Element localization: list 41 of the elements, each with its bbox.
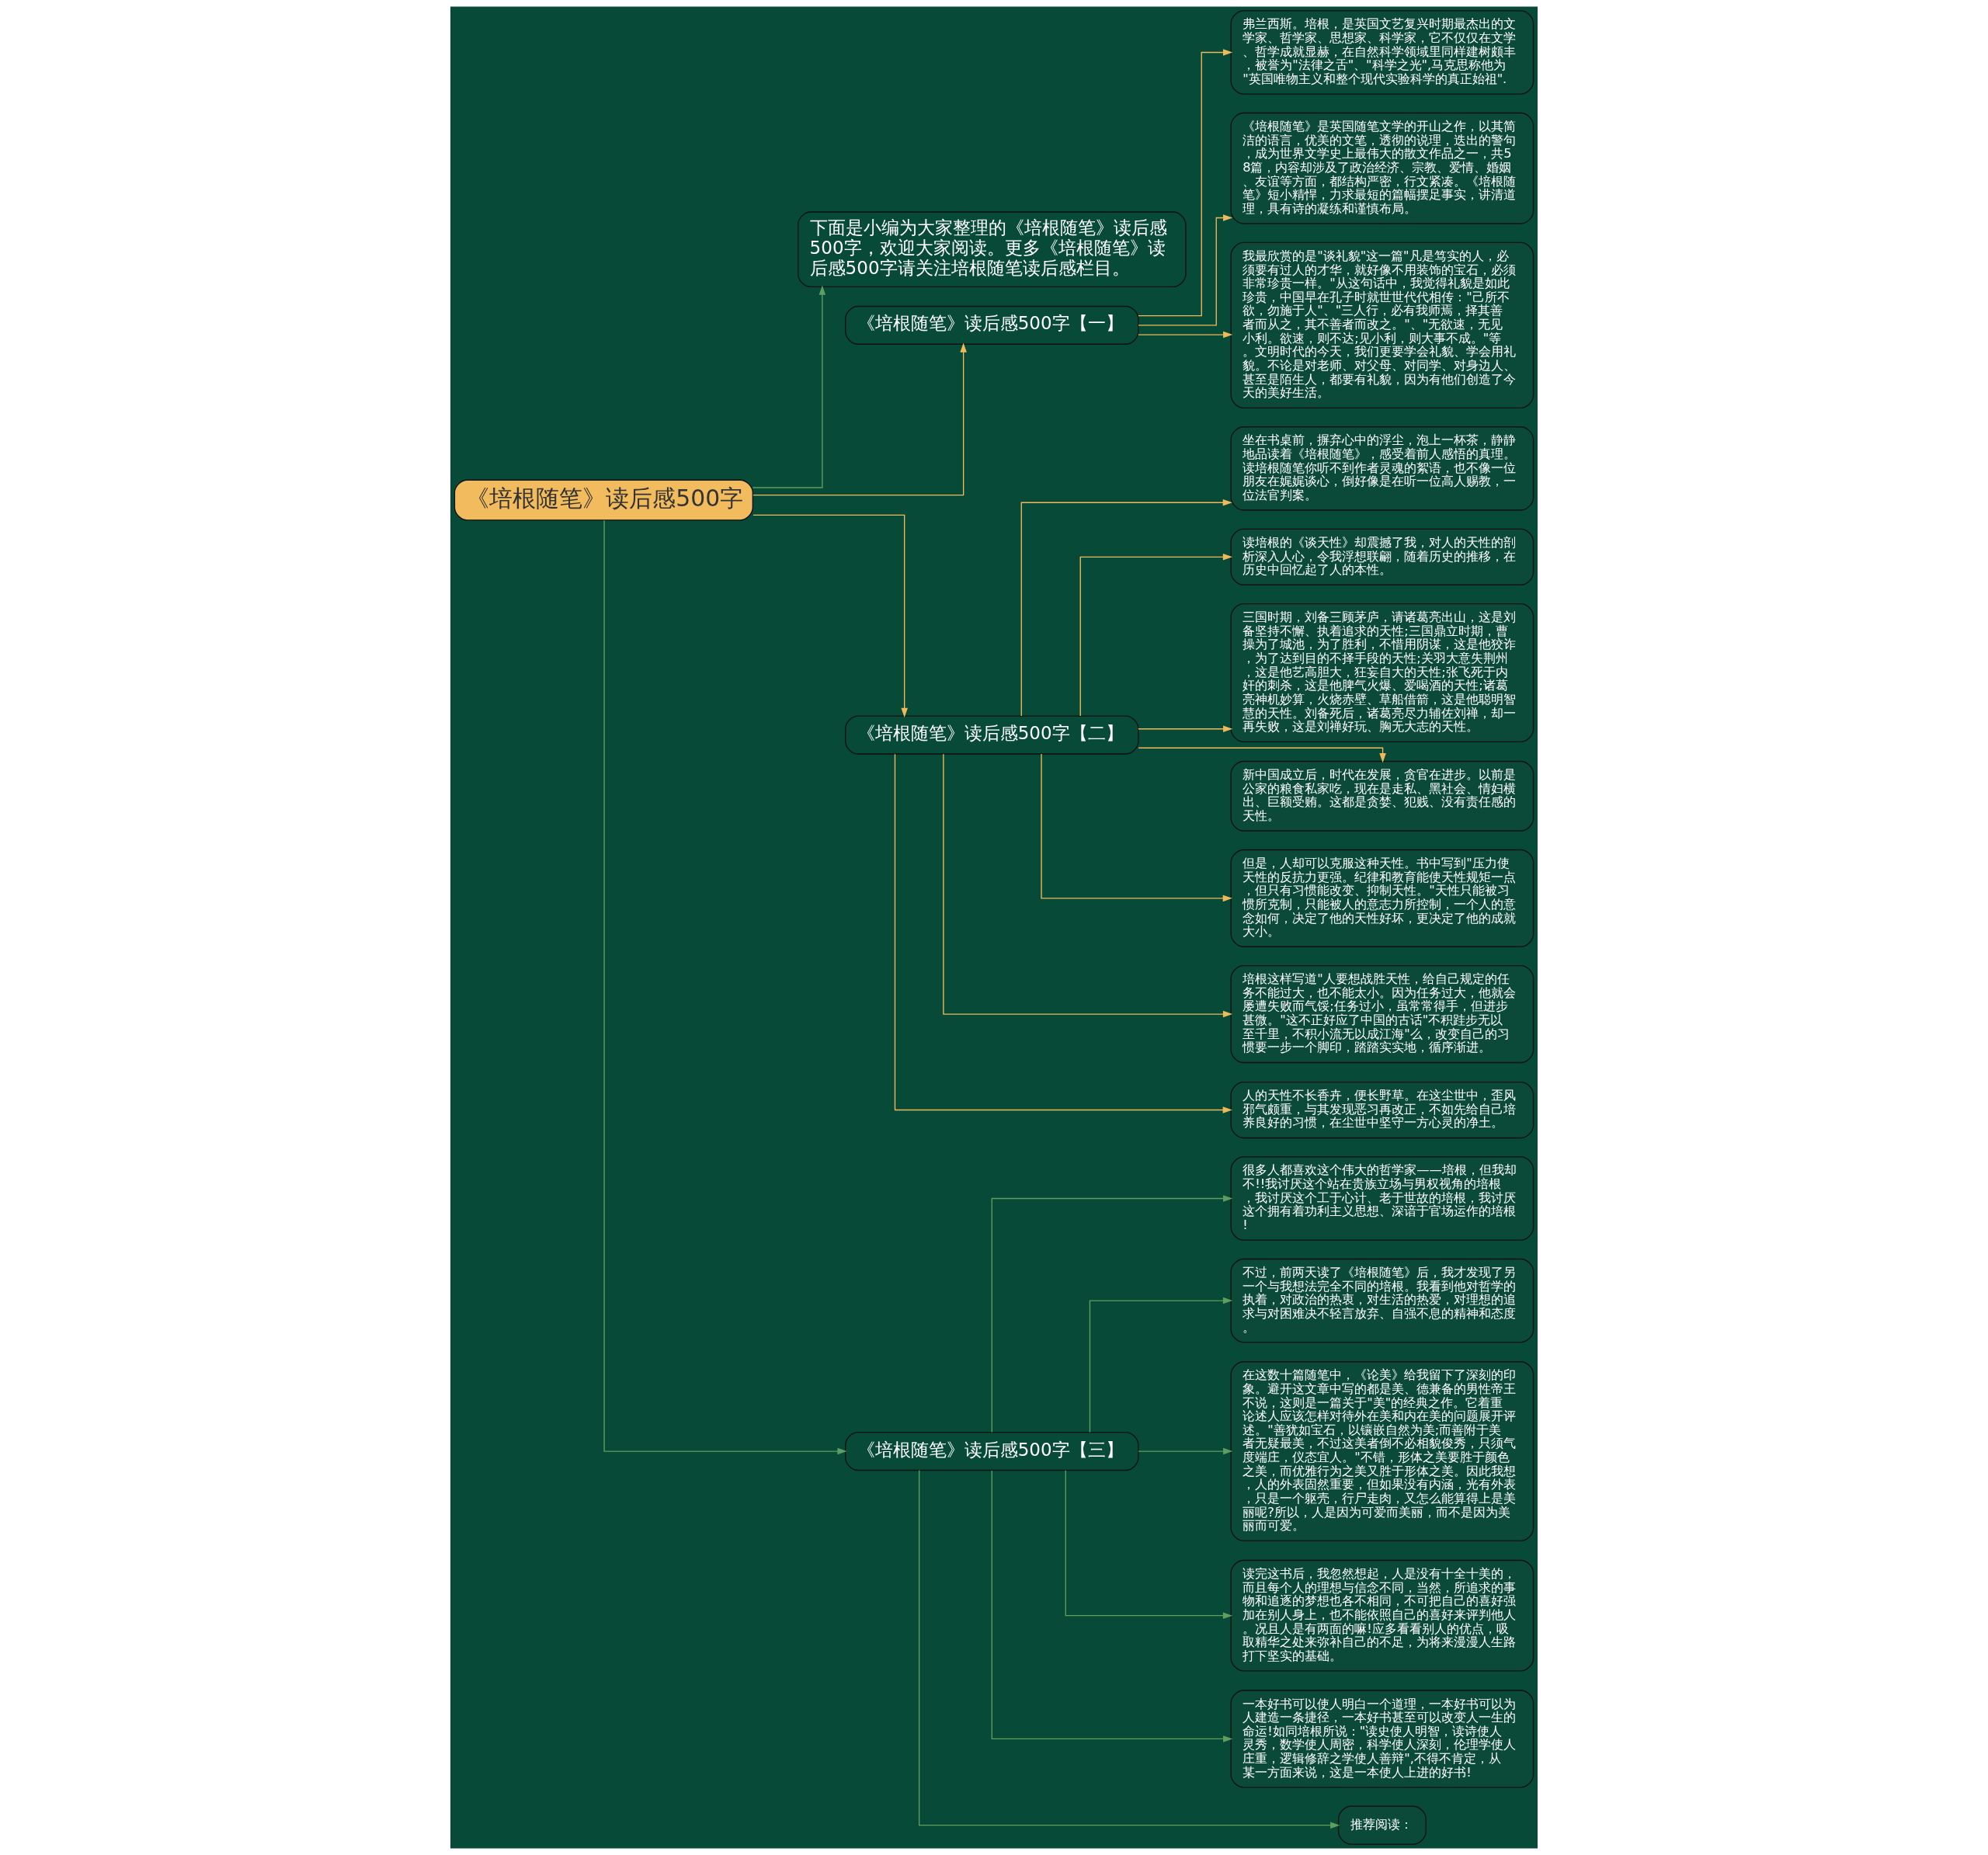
arrow <box>991 1470 1233 1742</box>
arrow <box>752 342 967 496</box>
arrow <box>1138 49 1233 317</box>
node-box: 弗兰西斯。培根，是英国文艺复兴时期最杰出的文学家、哲学家、思想家、科学家，它不仅仅在文学、哲学成就显赫，在自然科学领域里同样建树颇丰，被誉为"法律之舌"、"科学之光",马克思称他为"英国唯物主义和整个现代实验科学的真正始祖". <box>1230 10 1534 95</box>
node-box: 但是，人却可以克服这种天性。书中写到"压力使天性的反抗力更强。纪律和教育能使天性规矩一点，但只有习惯能改变、抑制天性。"天性只能被习惯所克制，只能被人的意志力所控制，一个人的意念如何，决定了他的天性好坏，更决定了他的成就大小。 <box>1230 849 1534 947</box>
node-box: 《培根随笔》读后感500字【一】 <box>845 305 1139 345</box>
node-box: 读培根的《谈天性》却震撼了我，对人的天性的剖析深入人心，令我浮想联翩，随着历史的推移，在历史中回忆起了人的本性。 <box>1230 528 1534 585</box>
node-box: 三国时期，刘备三顾茅庐，请诸葛亮出山，这是刘备坚持不懈、执着追求的天性;三国鼎立时期，曹操为了城池，为了胜利，不惜用阴谋，这是他狡诈，为了达到目的不择手段的天性;关羽大意失荆州，这是他艺高胆大，狂妄自大的天性;张飞死于内奸的刺杀，这是他脾气火爆、爱喝酒的天性;诸葛亮神机妙算，火烧赤壁、草船借箭，这是他聪明智慧的天性。刘备死后，诸葛亮尽力辅佐刘禅，却一再失败，这是刘禅好玩、胸无大志的天性。 <box>1230 603 1534 743</box>
node-box: 《培根随笔》读后感500字 <box>454 479 753 521</box>
node-box: 读完这书后，我忽然想起，人是没有十全十美的，而且每个人的理想与信念不同，当然，所追求的事物和追逐的梦想也各不相同，不可把自己的喜好强加在别人身上，也不能依照自己的喜好来评判他人。况且人是有两面的嘛!应多看看别人的优点，吸取精华之处来弥补自己的不足，为将来漫漫人生路打下坚实的基础。 <box>1230 1559 1534 1672</box>
arrow <box>894 753 1232 1113</box>
node-box: 《培根随笔》读后感500字【二】 <box>845 715 1139 755</box>
node-box: 我最欣赏的是"谈礼貌"这一篇"凡是笃实的人，必须要有过人的才华，就好像不用装饰的宝石，必须非常珍贵一样。"从这句话中，我觉得礼貌是如此珍贵，中国早在孔子时就世世代代相传："己所不欲，勿施于人"、"三人行，必有我师焉，择其善者而从之，其不善者而改之。"、"无欲速，无见小利。欲速，则不达;见小利，则大事不成。"等。文明时代的今天，我们更要学会礼貌、学会用礼貌。不论是对老师、对父母、对同学、对身边人、甚至是陌生人，都要有礼貌，因为有他们创造了今天的美好生活。 <box>1230 241 1534 409</box>
arrow <box>1138 747 1386 763</box>
node-box: 人的天性不长香卉，便长野草。在这尘世中，歪风邪气颇重，与其发现恶习再改正，不如先给自己培养良好的习惯，在尘世中坚守一方心灵的净土。 <box>1230 1081 1534 1139</box>
arrow <box>1020 499 1232 717</box>
node-box: 推荐阅读： <box>1337 1805 1427 1845</box>
arrow <box>1041 753 1232 902</box>
node-box: 下面是小编为大家整理的《培根随笔》读后感500字，欢迎大家阅读。更多《培根随笔》读后感500字请关注培根随笔读后感栏目。 <box>798 211 1187 288</box>
arrow <box>752 514 908 717</box>
arrow <box>603 519 847 1455</box>
node-box: 不过，前两天读了《培根随笔》后，我才发现了另一个与我想法完全不同的培根。我看到他对哲学的执着，对政治的热衷，对生活的热爱，对理想的追求与对困难决不轻言放弃、自强不息的精神和态度。 <box>1230 1258 1534 1343</box>
arrow <box>1138 214 1233 326</box>
node-box: 《培根随笔》是英国随笔文学的开山之作，以其简洁的语言，优美的文笔，透彻的说理，迭出的警句，成为世界文学史上最伟大的散文作品之一，共58篇，内容却涉及了政治经济、宗教、爱情、婚姻、友谊等方面，都结构严密，行文紧凑。《培根随笔》短小精悍，力求最短的篇幅摆足事实，讲清道理，具有诗的凝练和谨慎布局。 <box>1230 112 1534 224</box>
node-box: 一本好书可以使人明白一个道理，一本好书可以为人建造一条捷径，一本好书甚至可以改变人一生的命运!如同培根所说："读史使人明智，读诗使人灵秀，数学使人周密，科学使人深刻，伦理学使人庄重，逻辑修辞之学使人善辩",不得不肯定，从某一方面来说，这是一本使人上进的好书! <box>1230 1690 1534 1788</box>
node-box: 《培根随笔》读后感500字【三】 <box>845 1431 1139 1471</box>
arrow <box>1065 1470 1233 1619</box>
node-box: 坐在书桌前，摒弃心中的浮尘，泡上一杯茶，静静地品读着《培根随笔》，感受着前人感悟的真理。读培根随笔你听不到作者灵魂的絮语，也不像一位朋友在娓娓谈心，倒好像是在听一位高人赐教，一位法官判案。 <box>1230 426 1534 511</box>
node-box: 在这数十篇随笔中，《论美》给我留下了深刻的印象。避开这文章中写的都是美、德兼备的男性帝王不说，这则是一篇关于"美"的经典之作。它着重论述人应该怎样对待外在美和内在美的问题展开评述。"善犹如宝石，以镶嵌自然为美;而善附于美者无疑最美，不过这美者倒不必相貌俊秀，只须气度端庄，仪态宜人。"不错，形体之美要胜于颜色之美，而优雅行为之美又胜于形体之美。因此我想，人的外表固然重要，但如果没有内涵，光有外表，只是一个躯壳，行尸走肉，又怎么能算得上是美丽呢?所以，人是因为可爱而美丽，而不是因为美丽而可爱。 <box>1230 1361 1534 1542</box>
node-box: 很多人都喜欢这个伟大的哲学家——培根，但我却不!!我讨厌这个站在贵族立场与男权视角的培根，我讨厌这个工于心计、老于世故的培根，我讨厌这个拥有着功利主义思想、深谙于官场运作的培根! <box>1230 1156 1534 1241</box>
arrow <box>1079 554 1233 717</box>
arrow <box>919 1469 1340 1829</box>
arrow <box>991 1195 1233 1433</box>
node-box: 培根这样写道"人要想战胜天性，给自己规定的任务不能过大，也不能太小。因为任务过大，他就会屡遭失败而气馁;任务过小，虽常常得手，但进步甚微。"这不正好应了中国的古话"不积跬步无以至千里，不积小流无以成江海"么，改变自己的习惯要一步一个脚印，踏踏实实地，循序渐进。 <box>1230 965 1534 1064</box>
arrow <box>1138 1447 1233 1455</box>
arrow <box>1089 1297 1233 1433</box>
arrow <box>1138 331 1233 339</box>
arrow <box>752 285 826 488</box>
arrow <box>943 753 1233 1018</box>
arrow <box>1138 725 1233 733</box>
node-box: 新中国成立后，时代在发展，贪官在进步。以前是公家的粮食私家吃，现在是走私、黑社会、情妇横出、巨额受贿。这都是贪婪、犯贱、没有责任感的天性。 <box>1230 760 1534 832</box>
